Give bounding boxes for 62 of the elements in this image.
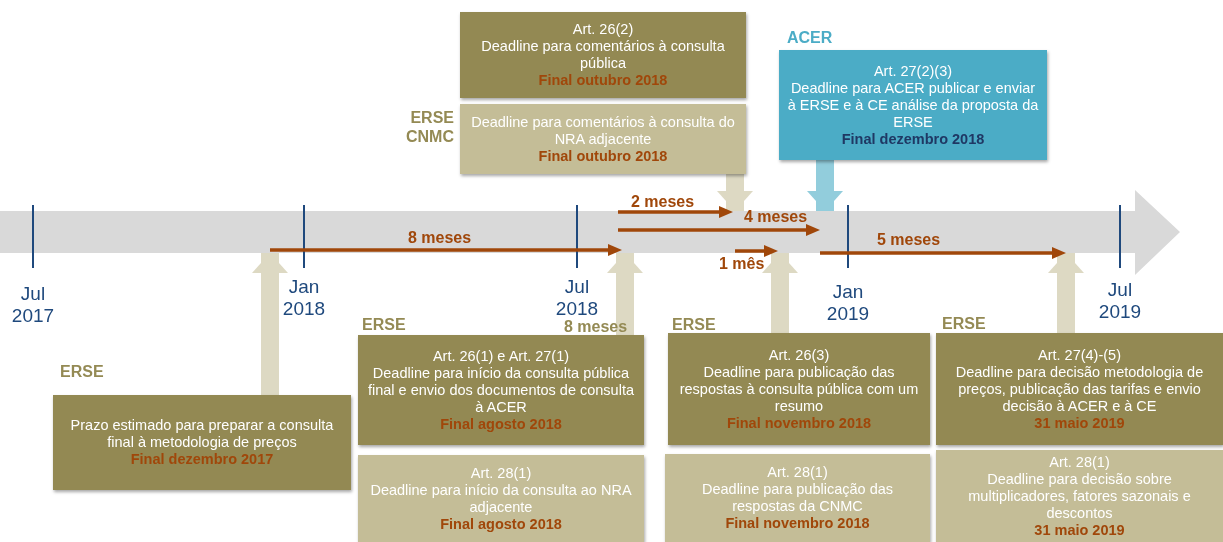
arrow <box>252 253 288 395</box>
deadline-date: Final dezembro 2017 <box>130 451 274 468</box>
arrow <box>762 253 798 333</box>
deadline-box <box>665 454 930 542</box>
deadline-description: Deadline para comentários à consulta pública <box>480 38 726 72</box>
deadline-box <box>358 335 644 445</box>
timeline-arrow <box>0 190 1180 275</box>
deadline-description: Deadline para publicação das respostas à consulta pública com um resumo <box>678 363 920 415</box>
deadline-box <box>936 333 1223 445</box>
agency-label: ACER <box>787 28 833 47</box>
article-reference: Art. 28(1) <box>767 464 828 481</box>
agency-label: ERSE <box>672 315 716 334</box>
article-reference: Art. 28(1) <box>1049 453 1110 471</box>
deadline-date: Final outubro 2018 <box>538 147 668 165</box>
arrow <box>807 160 843 211</box>
date-label: Jul 2017 <box>10 283 56 327</box>
deadline-description: Deadline para ACER publicar e enviar à ERSE e à CE análise da proposta da ERSE <box>787 79 1039 131</box>
agency-label: ERSE <box>362 315 406 334</box>
article-reference: Art. 26(1) e Art. 27(1) <box>432 347 570 365</box>
article-reference: Art. 27(2)(3) <box>873 62 953 80</box>
deadline-description: Deadline para comentários à consulta do NRA adjacente <box>470 113 736 148</box>
deadline-date: Final novembro 2018 <box>725 515 870 532</box>
deadline-date: Final dezembro 2018 <box>841 130 985 148</box>
deadline-box <box>936 450 1223 542</box>
agency-label: ERSE CNMC <box>405 108 454 146</box>
deadline-date: 31 maio 2019 <box>1034 521 1125 539</box>
duration-label: 2 meses <box>631 193 695 211</box>
agency-label: ERSE <box>942 314 986 333</box>
article-reference: Art. 26(2) <box>572 21 634 38</box>
deadline-description: Deadline para início da consulta ao NRA adjacente <box>369 481 633 516</box>
duration-label: 8 meses <box>408 229 472 247</box>
arrow <box>607 253 643 335</box>
deadline-description: Deadline para decisão metodologia de preços, publicação das tarifas e envio decisão à ACER e à CE <box>954 363 1205 415</box>
deadline-box <box>460 12 746 98</box>
date-label: Jan 2019 <box>825 281 871 325</box>
deadline-date: Final outubro 2018 <box>538 72 668 89</box>
deadline-date: 31 maio 2019 <box>1034 414 1125 432</box>
deadline-description: Deadline para início da consulta pública final e envio dos documentos de consulta à ACER <box>367 364 635 416</box>
date-label: Jul 2019 <box>1097 279 1143 323</box>
deadline-box <box>460 104 746 174</box>
duration-label: 5 meses <box>877 231 941 249</box>
agency-label: ERSE <box>60 362 104 381</box>
arrow <box>1048 253 1084 333</box>
duration-label: 4 meses <box>744 208 808 226</box>
deadline-description: Deadline para decisão sobre multiplicadores, fatores sazonais e descontos <box>967 470 1192 522</box>
article-reference: Art. 26(3) <box>768 346 830 364</box>
deadline-description: Prazo estimado para preparar a consulta final à metodologia de preços <box>69 417 335 451</box>
deadline-date: Final agosto 2018 <box>440 415 562 433</box>
arrow <box>717 174 753 211</box>
date-label: Jul 2018 <box>554 276 600 320</box>
deadline-box <box>358 455 644 542</box>
deadline-date: Final agosto 2018 <box>440 515 562 533</box>
article-reference: Art. 27(4)-(5) <box>1038 346 1121 364</box>
article-reference: Art. 28(1) <box>470 464 532 482</box>
deadline-description: Deadline para publicação das respostas da CNMC <box>700 481 895 515</box>
deadline-box <box>668 333 930 445</box>
deadline-box <box>53 395 351 490</box>
duration-label: 1 mês <box>719 255 765 273</box>
duration-label: 8 meses <box>564 318 628 336</box>
deadline-box <box>779 50 1047 160</box>
date-label: Jan 2018 <box>281 276 327 320</box>
deadline-date: Final novembro 2018 <box>726 414 872 432</box>
